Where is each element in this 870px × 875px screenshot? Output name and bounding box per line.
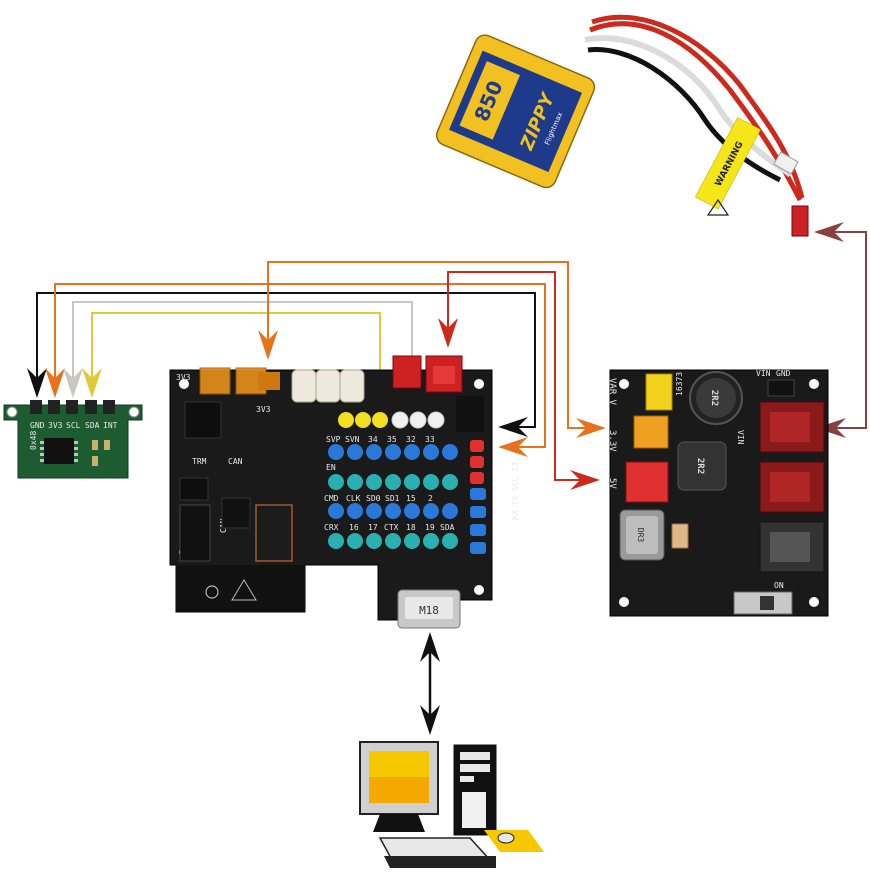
sensor-board: GND 3V3 SCL SDA INT 0x48	[3, 400, 143, 479]
row3-label-2: SD0	[366, 494, 381, 503]
arrow-orange-main	[498, 437, 528, 457]
sensor-pins	[30, 400, 115, 414]
inductor-2-label: 2R2	[695, 458, 705, 474]
sensor-pin-gnd: GND	[30, 421, 45, 430]
can-label: CAN	[228, 457, 243, 466]
wire-maroon	[822, 231, 867, 429]
sensor-pin-int: INT	[103, 421, 118, 430]
white-buttons	[291, 369, 365, 403]
arrow-red-power	[570, 470, 600, 490]
main-3v3-right: 3V3	[256, 405, 271, 414]
computer-icon	[359, 741, 544, 868]
row4-label-2: 17	[368, 523, 378, 532]
arrow-orange-3v3	[258, 330, 278, 360]
arrow-yellow-sensor	[82, 368, 102, 398]
arrow-maroon-battery	[814, 222, 844, 242]
arrow-red-main	[438, 318, 458, 348]
usb-label: M18	[419, 604, 439, 617]
sensor-pin-sda: SDA	[85, 421, 100, 430]
usb-connector-icon: M18	[397, 589, 461, 629]
pin-row-teal-2	[328, 533, 458, 549]
row2-label-0: EN	[326, 463, 336, 472]
inductor-2: 2R2	[677, 441, 727, 491]
main-3v3-left: 3V3	[176, 373, 191, 382]
inductor-1: 2R2	[689, 371, 743, 425]
row3-label-1: CLK	[346, 494, 361, 503]
main-board: 3V3 3V3	[169, 355, 520, 629]
rail-label-5v: 5V	[607, 478, 617, 489]
wires	[36, 231, 867, 722]
row3-label-5: 2	[428, 494, 433, 503]
row4-label-0: CRX	[324, 523, 339, 532]
sensor-side-label: 0x48	[29, 431, 38, 450]
power-top-vin: VIN	[756, 369, 771, 378]
power-top-gnd: GND	[776, 369, 791, 378]
wire-gray	[72, 301, 413, 385]
pin-row-teal-1	[328, 474, 458, 490]
arrow-black-sensor	[27, 368, 47, 398]
row3-label-3: SD1	[385, 494, 400, 503]
board-logo	[205, 585, 219, 599]
pin-row-yellow-white	[338, 411, 445, 429]
wire-black	[36, 292, 536, 428]
row1-label-3: 35	[387, 435, 397, 444]
inductor-1-label: 2R2	[709, 390, 719, 406]
row1-label-2: 34	[368, 435, 378, 444]
arrow-black-main	[498, 417, 528, 437]
pin-row-blue-1	[328, 444, 458, 460]
arrow-orange-sensor	[45, 368, 65, 398]
sensor-pin-scl: SCL	[66, 421, 81, 430]
inductor-3-label: DR3	[636, 528, 645, 543]
orange-fuses	[199, 367, 280, 395]
row4-label-4: 18	[406, 523, 416, 532]
arrow-usb-down	[420, 705, 440, 735]
sensor-pin-3v3: 3V3	[48, 421, 63, 430]
power-conn-on: ON	[774, 581, 784, 590]
wire-orange-2	[267, 261, 600, 429]
wire-orange-1	[54, 283, 546, 448]
wire-red	[447, 271, 585, 481]
pin-row-blue-2	[328, 503, 458, 519]
row1-label-0: SVP	[326, 435, 341, 444]
rail-label-varv: VAR V	[607, 378, 617, 406]
arrow-orange-power	[576, 418, 606, 438]
row3-label-4: 15	[406, 494, 416, 503]
power-connectors	[759, 401, 825, 573]
trm-label: TRM	[192, 457, 207, 466]
row1-label-1: SVN	[345, 435, 360, 444]
arrow-usb-up	[420, 632, 440, 662]
power-board: VIN GND 16373 2R2 2R2 DR3 3.3V 5V VAR V	[607, 369, 829, 617]
row4-label-5: 19	[425, 523, 435, 532]
arrow-maroon-power	[816, 418, 846, 438]
main-side-label: RX TX SCL 23	[511, 462, 520, 520]
rail-label-3v3: 3.3V	[607, 430, 617, 452]
battery-icon: 850 ZIPPY Flightmax WARNING	[435, 14, 809, 237]
row4-label-6: SDA	[440, 523, 455, 532]
row1-label-5: 33	[425, 435, 435, 444]
arrow-gray-sensor	[63, 368, 83, 398]
row3-label-0: CMD	[324, 494, 339, 503]
power-cap-label: 16373	[675, 372, 684, 396]
wire-yellow	[91, 312, 381, 385]
inductor-3: DR3	[619, 509, 665, 561]
row1-label-4: 32	[406, 435, 416, 444]
row4-label-3: CTX	[384, 523, 399, 532]
power-conn-vin: VIN	[736, 430, 745, 445]
row4-label-1: 16	[349, 523, 359, 532]
